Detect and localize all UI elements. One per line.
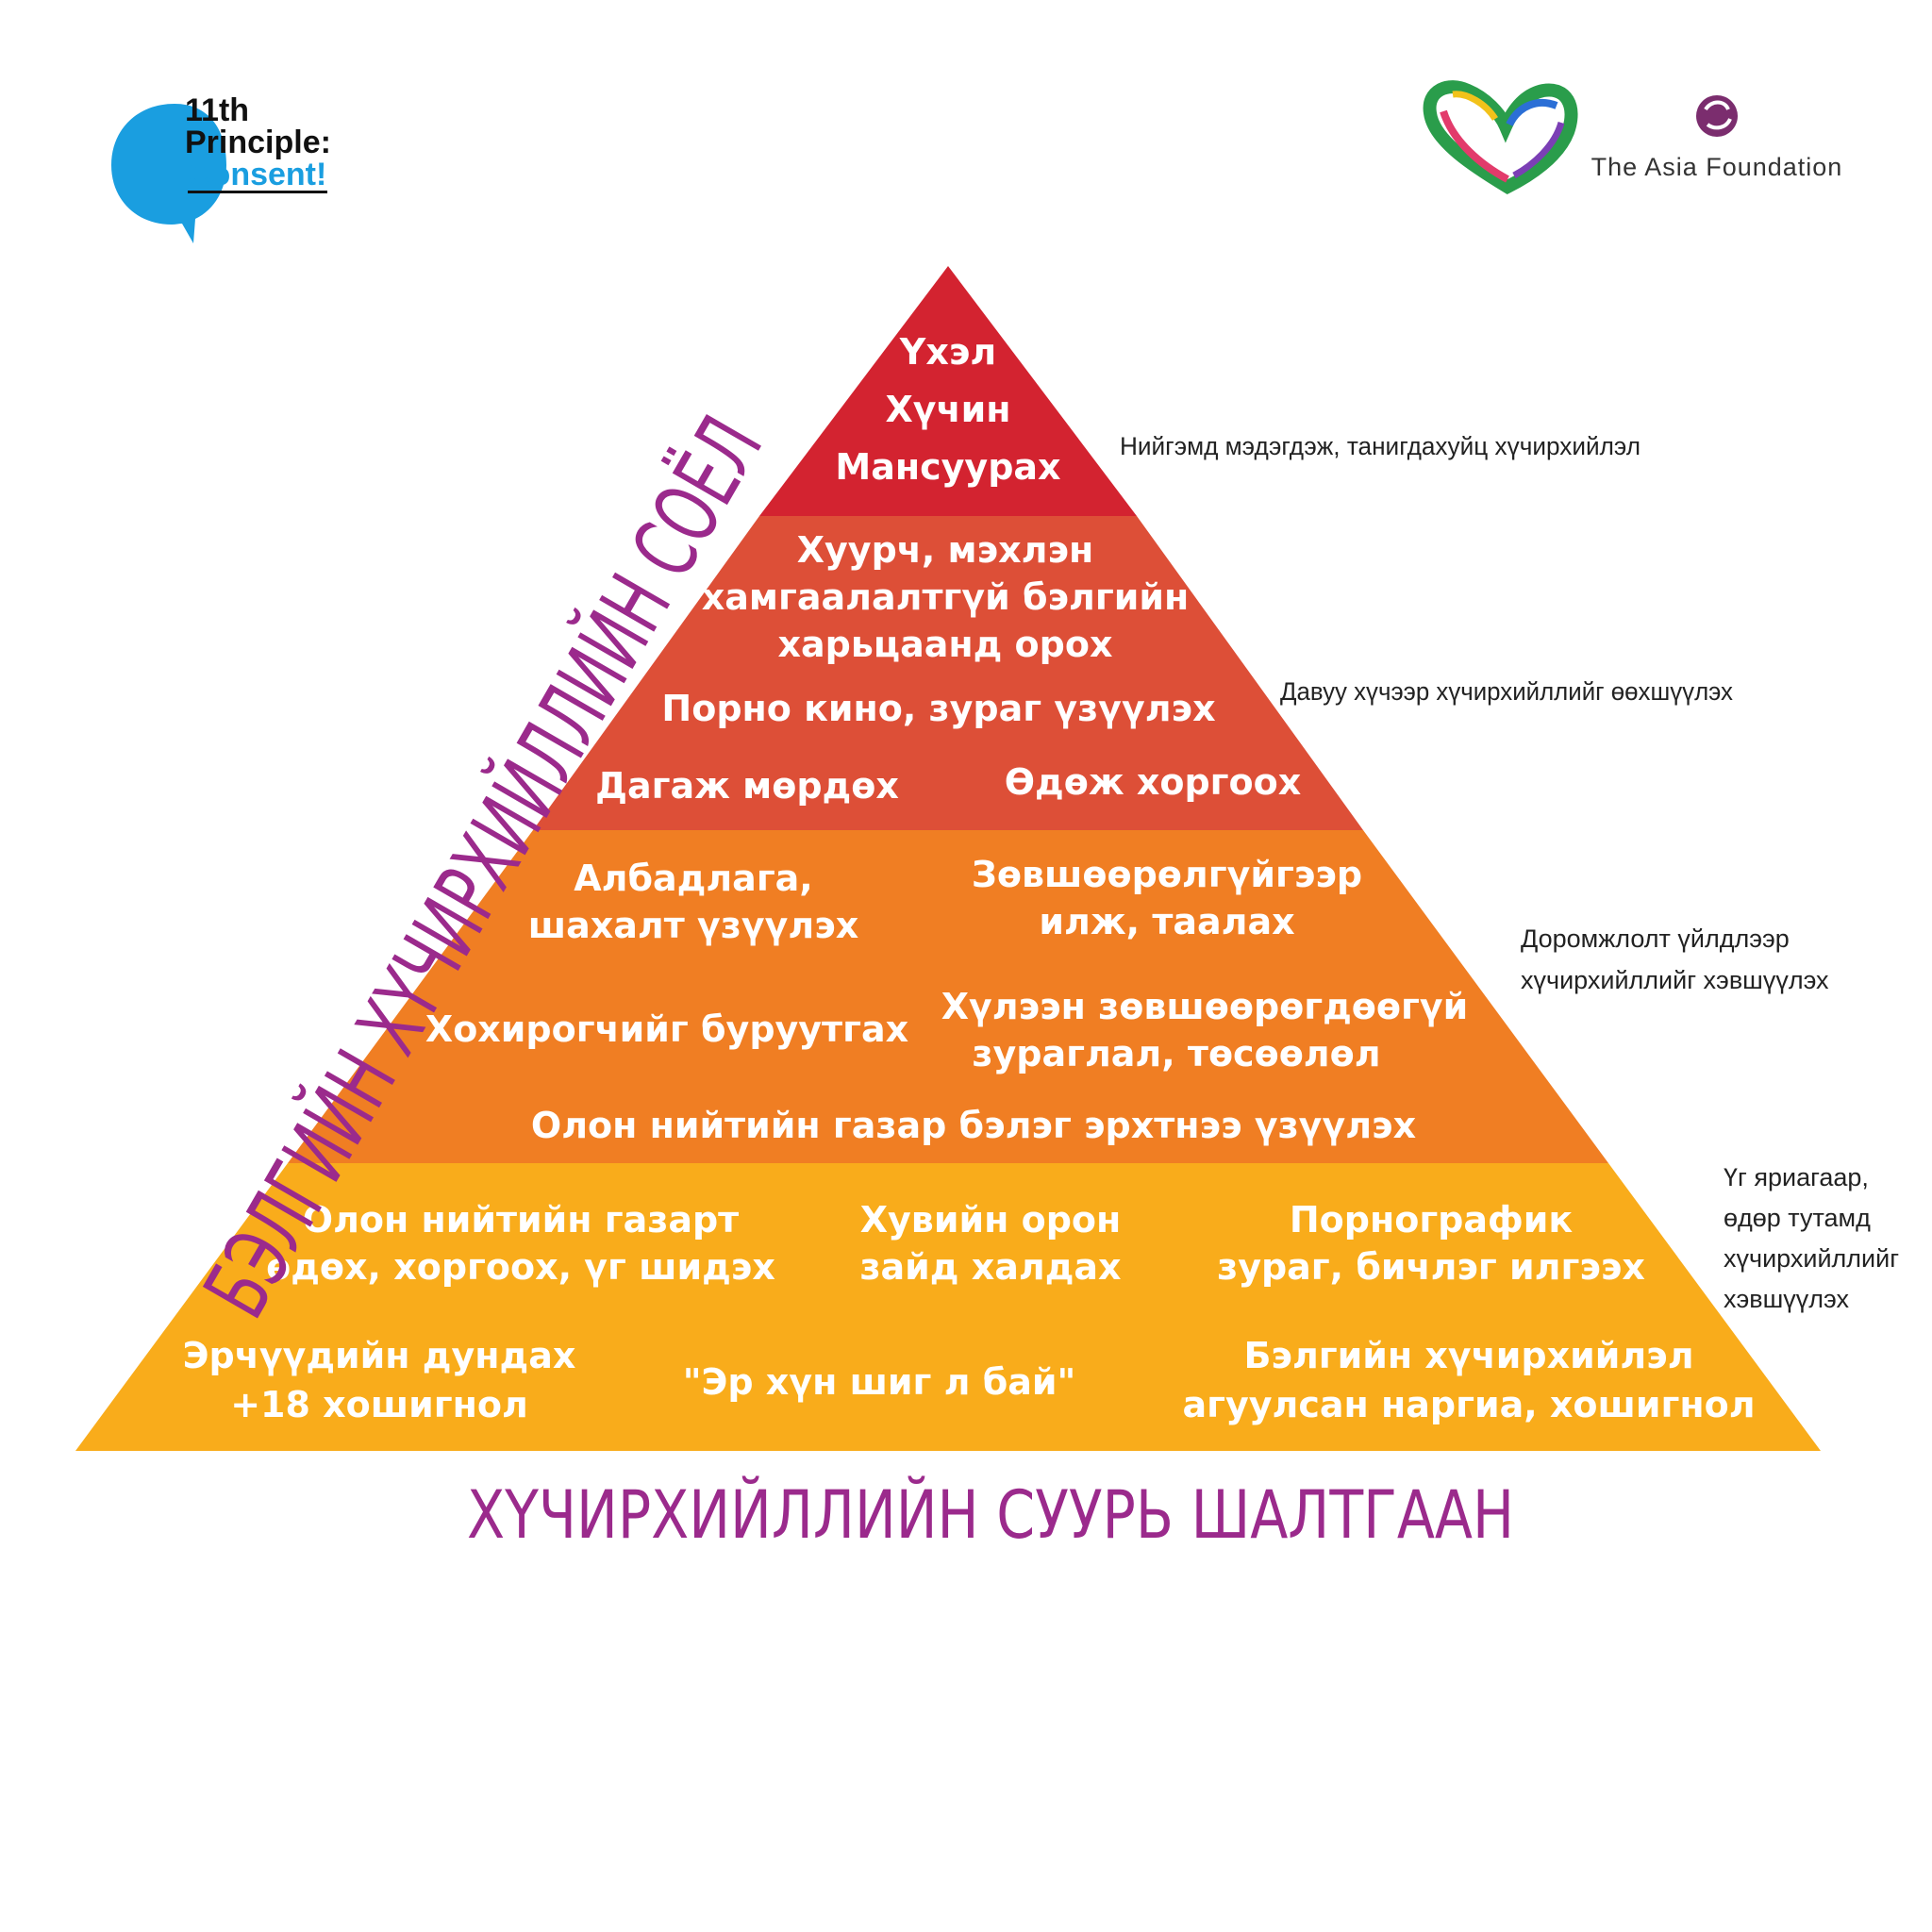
bottom-handwritten-title: ХҮЧИРХИЙЛЛИЙН СУУРЬ ШАЛТГААН <box>467 1476 1514 1554</box>
tier1-line-3: Мансуурах <box>835 446 1060 488</box>
side-note-3-line-1: Доромжлолт үйлдлээр <box>1521 924 1790 953</box>
tier3-c: Хохирогчийг буруутгах <box>425 1008 908 1050</box>
tier3-a-line-2: шахалт үзүүлэх <box>528 905 859 946</box>
tier2-a-line-2: хамгаалалтгүй бэлгийн <box>702 576 1189 618</box>
tier3-e: Олон нийтийн газар бэлэг эрхтнээ үзүүлэх <box>531 1105 1416 1146</box>
heart-logo <box>1423 80 1578 194</box>
logo-underline <box>188 191 327 193</box>
speech-bubble-icon <box>111 104 226 243</box>
side-note-2: Давуу хүчээр хүчирхийллийг өөхшүүлэх <box>1280 677 1733 706</box>
tier4-c-line-1: Порнографик <box>1290 1199 1573 1241</box>
side-note-4-line-1: Үг яриагаар, <box>1724 1163 1869 1191</box>
asia-foundation-logo: The Asia Foundation <box>1591 95 1843 181</box>
tier3-b-line-2: илж, таалах <box>1039 901 1294 942</box>
heart-icon <box>1423 80 1578 194</box>
pyramid-tier-2 <box>533 516 1363 830</box>
tier4-f-line-1: Бэлгийн хүчирхийлэл <box>1243 1335 1693 1376</box>
tier3-d-line-1: Хүлээн зөвшөөрөгдөөгүй <box>941 986 1469 1027</box>
tier3-d-line-2: зураглал, төсөөлөл <box>972 1033 1380 1074</box>
tier2-c: Дагаж мөрдөх <box>595 765 899 807</box>
tier4-e: "Эр хүн шиг л бай" <box>683 1361 1076 1403</box>
tier3-b-line-1: Зөвшөөрөлгүйгээр <box>972 854 1362 895</box>
logo-line-3: Consent! <box>188 157 326 192</box>
logo-line-2: Principle: <box>185 125 331 160</box>
tier3-a-line-1: Албадлага, <box>574 858 813 899</box>
tier2-b: Порно кино, зураг үзүүлэх <box>661 688 1215 729</box>
eleventh-principle-logo: 11th Principle: Consent! <box>111 92 331 243</box>
tier4-a-line-1: Олон нийтийн газарт <box>303 1199 739 1241</box>
tier4-d-line-2: +18 хошигнол <box>230 1384 528 1425</box>
side-note-4-line-2: өдөр тутамд <box>1724 1204 1871 1232</box>
tier1-line-1: Үхэл <box>899 331 996 373</box>
tier4-d-line-1: Эрчүүдийн дундах <box>183 1335 576 1376</box>
tier1-line-2: Хүчин <box>885 389 1010 430</box>
side-note-4-line-4: хэвшүүлэх <box>1724 1285 1850 1313</box>
tier4-f-line-2: агуулсан наргиа, хошигнол <box>1182 1384 1755 1425</box>
side-note-4-line-3: хүчирхийллийг <box>1724 1244 1899 1273</box>
tier4-b-line-1: Хувийн орон <box>860 1199 1122 1241</box>
pyramid-tier-4 <box>75 1163 1821 1451</box>
tier4-b-line-2: зайд халдах <box>859 1246 1121 1288</box>
tier2-d: Өдөж хоргоох <box>1005 761 1302 803</box>
pyramid-tier-1 <box>759 266 1137 516</box>
tier4-c-line-2: зураг, бичлэг илгээх <box>1217 1246 1645 1288</box>
tier2-a-line-3: харьцаанд орох <box>778 624 1113 665</box>
side-note-1: Нийгэмд мэдэгдэж, танигдахуйц хүчирхийлэ… <box>1120 432 1641 460</box>
side-note-3-line-2: хүчирхийллийг хэвшүүлэх <box>1521 966 1829 994</box>
tier4-a-line-2: өдөх, хоргоох, үг шидэх <box>266 1246 775 1288</box>
pyramid-tier-3 <box>288 830 1608 1163</box>
tier2-a-line-1: Хуурч, мэхлэн <box>797 529 1094 571</box>
logo-line-1: 11th <box>185 92 249 128</box>
foundation-name: The Asia Foundation <box>1591 153 1843 181</box>
